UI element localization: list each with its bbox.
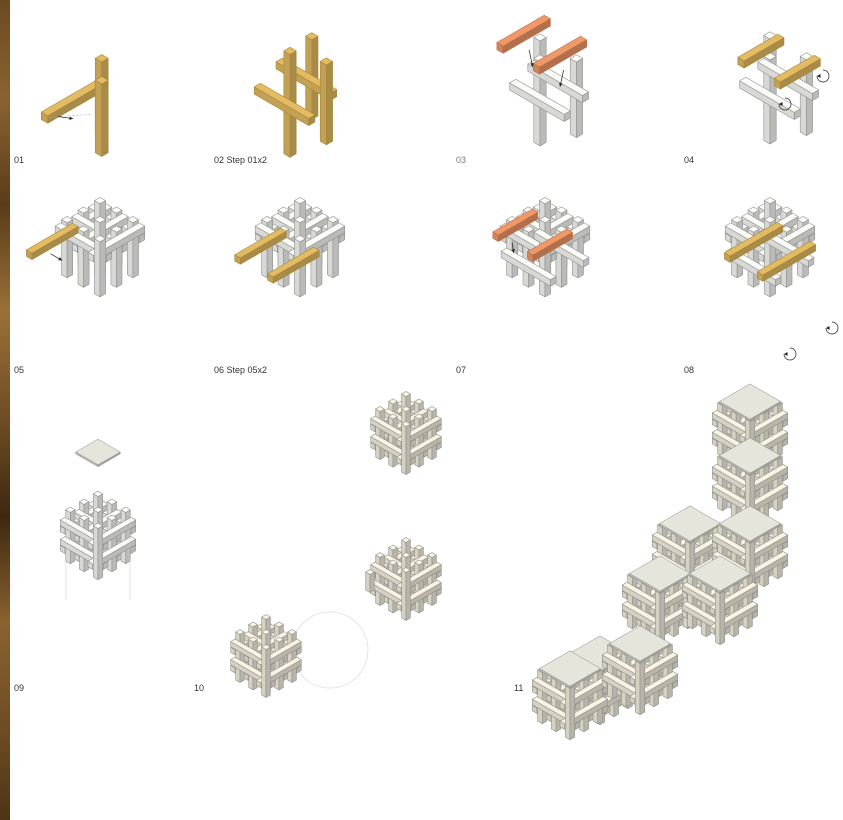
step-label-10: 10	[194, 683, 204, 693]
step-03-diagram	[497, 15, 589, 146]
step-04-diagram	[738, 32, 829, 144]
step-label-08: 08	[684, 365, 694, 375]
step-label-02: 02 Step 01x2	[214, 155, 267, 165]
step-label-03: 03	[456, 155, 466, 165]
step-09-diagram	[0, 309, 136, 600]
step-label-11: 11	[514, 683, 523, 693]
step-02-diagram	[254, 33, 337, 158]
step-label-04: 04	[684, 155, 694, 165]
step-label-05: 05	[14, 365, 24, 375]
step-08-diagram	[724, 197, 838, 360]
step-label-06: 06 Step 05x2	[214, 365, 267, 375]
step-label-01: 01	[14, 155, 24, 165]
step-05-diagram	[26, 197, 144, 297]
step-06-diagram	[235, 197, 345, 297]
step-01-diagram	[41, 55, 108, 157]
step-label-07: 07	[456, 365, 466, 375]
step-07-diagram	[493, 197, 590, 297]
step-11-diagram	[532, 384, 787, 740]
step-label-09: 09	[14, 683, 24, 693]
